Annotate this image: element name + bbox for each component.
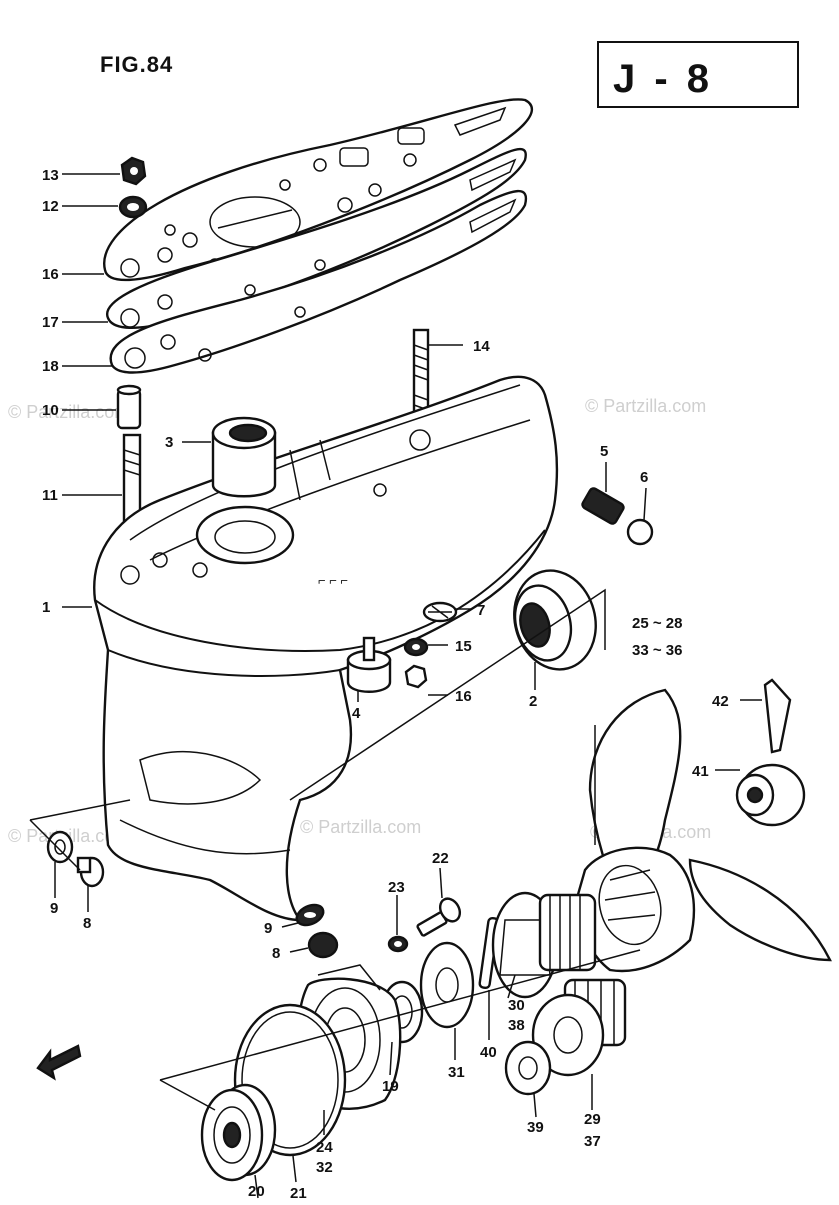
callout-21: 21 [290,1185,307,1200]
washer-6 [626,518,654,546]
callout-6: 6 [640,469,648,486]
propeller-nut-41 [735,763,806,827]
callout-31: 31 [448,1064,465,1081]
gasket-18 [109,189,528,374]
washer-23 [387,935,409,953]
anode-4 [346,636,392,693]
callout-8-right: 8 [272,945,280,962]
callout-22: 22 [432,850,449,867]
front-arrow-icon [36,1044,82,1081]
washer-7 [422,601,458,623]
callout-25-28: 25 ~ 28 [632,615,682,632]
washer-9-left [46,830,74,864]
watermark-text: © Partzilla.com [8,402,129,422]
section-code-box [597,41,799,108]
section-code: J - 8 [613,57,713,101]
callout-10: 10 [42,402,59,419]
callout-32: 32 [316,1159,333,1176]
plug-8-left [76,856,105,888]
callout-41: 41 [692,763,709,780]
washer-9-right [295,903,325,927]
callout-17: 17 [42,314,59,331]
callout-3: 3 [165,434,173,451]
plug-5 [581,487,625,525]
bearing-20 [200,1083,277,1182]
callout-19: 19 [382,1078,399,1095]
callout-40: 40 [480,1044,497,1061]
plug-8-right [307,931,339,959]
cotter-pin-42 [763,678,792,754]
callout-1: 1 [42,599,50,616]
callout-labels: 13 12 16 17 18 14 10 3 5 6 11 1 7 15 16 … [42,167,729,1202]
callout-9-left: 9 [50,900,58,917]
callout-14: 14 [473,338,490,355]
callout-24: 24 [316,1139,333,1156]
washer-15 [403,637,429,657]
callout-5: 5 [600,443,608,460]
leader-lines [54,173,762,1199]
callout-16: 16 [42,266,59,283]
nut-16 [404,664,428,689]
bearing-2 [513,569,597,671]
callout-42: 42 [712,693,729,710]
callout-37: 37 [584,1133,601,1150]
callout-20: 20 [248,1183,265,1200]
callout-9-right: 9 [264,920,272,937]
figure-label: FIG.84 [100,52,173,77]
callout-29: 29 [584,1111,601,1128]
watermark-text: © Partzilla.com [300,817,421,837]
washer-12 [118,195,148,219]
washer-31 [419,941,475,1029]
assembly-guidelines [29,588,641,1111]
bearing-housing-3 [211,416,277,498]
callout-30: 30 [508,997,525,1014]
propeller [573,688,832,973]
callout-15: 15 [455,638,472,655]
watermark-text: © Partzilla.com [585,396,706,416]
callout-2: 2 [529,693,537,710]
callout-4: 4 [352,705,361,722]
callout-7: 7 [477,602,485,619]
callout-23: 23 [388,879,405,896]
callout-33-36: 33 ~ 36 [632,642,682,659]
nut-13 [120,156,147,186]
callout-13: 13 [42,167,59,184]
callout-16-lower: 16 [455,688,472,705]
callout-12: 12 [42,198,59,215]
callout-11: 11 [42,487,58,504]
bolt-22 [416,897,462,937]
callout-18: 18 [42,358,59,375]
spacer-29 [531,978,627,1077]
callout-38: 38 [508,1017,525,1034]
gear-case-1: ⌐ ⌐ ⌐ [93,375,559,922]
svg-text:⌐ ⌐ ⌐: ⌐ ⌐ ⌐ [318,573,348,588]
callout-39: 39 [527,1119,544,1136]
callout-8-left: 8 [83,915,91,932]
washer-39 [504,1040,552,1096]
dowel-10 [116,384,142,430]
